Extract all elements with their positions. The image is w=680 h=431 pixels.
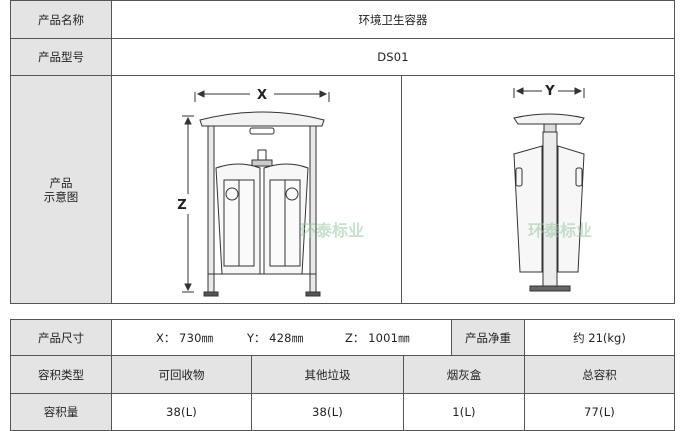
- front-dimension-x: X: [257, 88, 267, 103]
- weight-label: 产品净重: [451, 319, 525, 356]
- volume-recyclable: 38(L): [111, 393, 252, 431]
- x-dim-value: 730㎜: [179, 330, 214, 345]
- x-dim-label: X：: [156, 330, 176, 345]
- product-model-value: DS01: [111, 38, 675, 76]
- front-dimension-z: Z: [177, 198, 186, 213]
- y-dim-label: Y：: [246, 330, 266, 345]
- volume-ashtray: 1(L): [403, 393, 525, 431]
- side-watermark: 环泰标业: [528, 221, 592, 240]
- diagram-label-line1: 产品: [49, 175, 73, 190]
- volume-total: 77(L): [524, 393, 675, 431]
- type-ashtray: 烟灰盒: [403, 355, 525, 394]
- diagram-label-line2: 示意图: [43, 189, 79, 204]
- z-dim-label: Z：: [345, 330, 365, 345]
- capacity-spec-table: 产品尺寸 X： 730㎜ Y： 428㎜ Z： 1001㎜ 产品净重 约 21(…: [10, 319, 675, 431]
- product-model-label: 产品型号: [10, 38, 112, 76]
- type-recyclable: 可回收物: [111, 355, 252, 394]
- front-view-cell: X Z 环泰标业: [111, 75, 402, 304]
- size-label: 产品尺寸: [10, 319, 112, 356]
- y-dim-value: 428㎜: [269, 330, 304, 345]
- volume-type-label: 容积类型: [10, 355, 112, 394]
- diagram-label: 产品 示意图: [10, 75, 112, 304]
- product-name-label: 产品名称: [10, 0, 112, 39]
- z-dim-value: 1001㎜: [368, 330, 410, 345]
- product-spec-table: 产品名称 环境卫生容器 产品型号 DS01 产品 示意图: [10, 0, 675, 304]
- type-other-waste: 其他垃圾: [251, 355, 404, 394]
- side-view-drawing: Y 环泰标业: [513, 84, 592, 292]
- side-dimension-y: Y: [544, 84, 555, 99]
- weight-value: 约 21(kg): [524, 319, 675, 356]
- front-view-drawing: X Z 环泰标业: [177, 88, 364, 297]
- side-view-cell: Y 环泰标业: [401, 75, 675, 304]
- size-values: X： 730㎜ Y： 428㎜ Z： 1001㎜: [111, 319, 452, 356]
- volume-label: 容积量: [10, 393, 112, 431]
- front-watermark: 环泰标业: [300, 221, 364, 240]
- type-total-volume: 总容积: [524, 355, 675, 394]
- volume-other-waste: 38(L): [251, 393, 404, 431]
- product-name-value: 环境卫生容器: [111, 0, 675, 39]
